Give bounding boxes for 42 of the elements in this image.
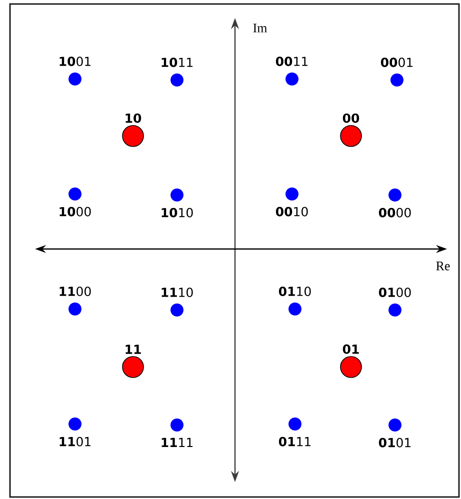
node-label: 0111 (278, 436, 310, 446)
node-label: 0010 (276, 206, 308, 216)
node-label: 1100 (60, 286, 91, 296)
node-label: 1110 (162, 288, 193, 298)
axis-label: Re (436, 262, 450, 270)
constellation-point: 1000 (60, 188, 91, 216)
constellation-point: 0000 (378, 188, 411, 218)
constellation-point: 00 (340, 113, 362, 147)
constellation-point: 0101 (378, 418, 410, 448)
constellation-point: 1011 (162, 58, 192, 86)
constellation-point: 0010 (276, 188, 308, 216)
node-label: 0110 (278, 286, 311, 296)
node-label: 0001 (380, 58, 412, 68)
node-label: 0101 (378, 438, 410, 448)
constellation-point: 1001 (60, 56, 90, 86)
node-label: 1111 (162, 438, 192, 448)
node-label: 10 (126, 113, 142, 123)
axis-label: Im (253, 24, 268, 32)
constellation-point: 1100 (60, 286, 91, 316)
constellation-point: 0111 (278, 418, 310, 446)
constellation-point: 0100 (378, 288, 411, 316)
constellation-point: 0011 (276, 56, 308, 86)
constellation-point: 0110 (278, 286, 311, 316)
constellation-point: 1010 (162, 188, 193, 218)
node-label: 0100 (378, 288, 411, 298)
node-label: 1011 (162, 58, 192, 68)
node-label: 11 (126, 344, 141, 354)
constellation-point: 11 (122, 344, 144, 378)
node-label: 0011 (276, 56, 308, 66)
constellation-point: 0001 (380, 58, 412, 86)
node-label: 00 (342, 113, 360, 123)
constellation-point: 1101 (60, 418, 90, 446)
node-label: 1000 (60, 206, 91, 216)
node-label: 1010 (162, 208, 193, 218)
node-label: 0000 (378, 208, 411, 218)
constellation-point: 01 (340, 344, 362, 378)
constellation-point: 1110 (162, 288, 193, 316)
constellation-point: 10 (122, 113, 144, 147)
node-label: 1101 (60, 436, 90, 446)
constellation-point: 1111 (162, 418, 192, 447)
node-label: 1001 (60, 56, 90, 66)
node-label: 01 (342, 344, 359, 354)
